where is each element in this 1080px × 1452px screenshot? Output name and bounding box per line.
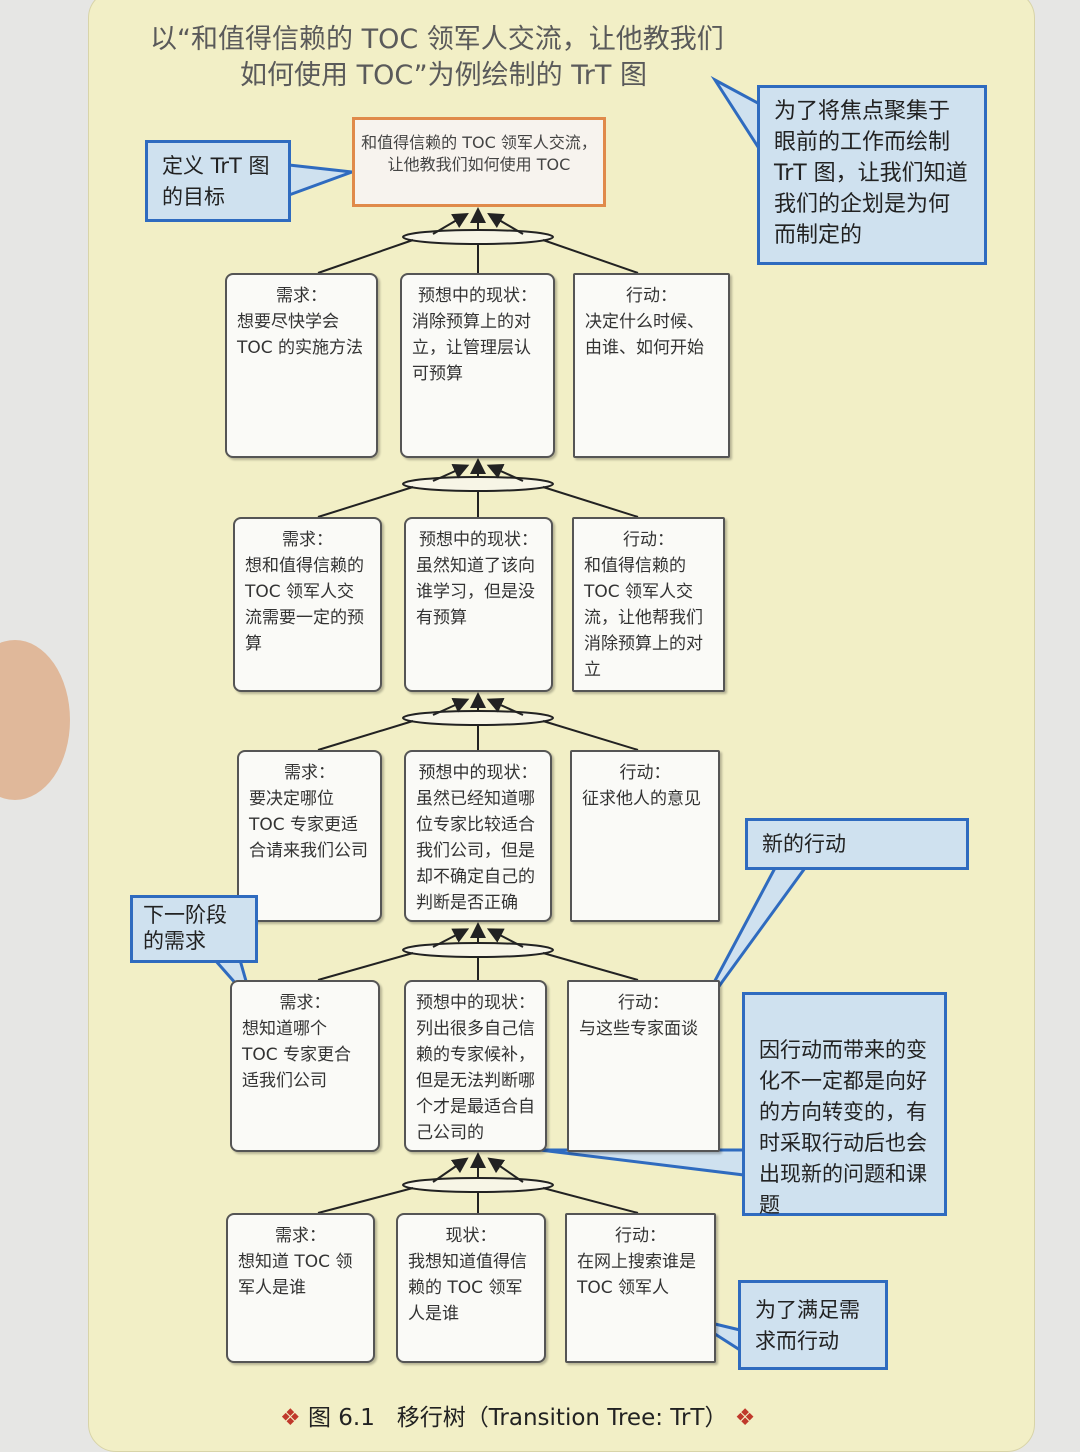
- box-text: 列出很多自己信赖的专家候补，但是无法判断哪个才是最适合自己公司的: [416, 1019, 535, 1143]
- title-line-1: 以“和值得信赖的 TOC 领军人交流，让他教我们: [150, 24, 724, 55]
- callout-next-need: 下一阶段的需求: [130, 895, 258, 963]
- action-box: 行动： 征求他人的意见: [570, 750, 720, 922]
- state-box: 现状： 我想知道值得信赖的 TOC 领军人是谁: [396, 1213, 546, 1363]
- and-ellipse: [402, 1177, 554, 1193]
- goal-box: 和值得信赖的 TOC 领军人交流，让他教我们如何使用 TOC: [352, 117, 606, 207]
- diagram-title: 以“和值得信赖的 TOC 领军人交流，让他教我们 如何使用 TOC”为例绘制的 …: [150, 22, 830, 94]
- box-text: 想和值得信赖的 TOC 领军人交流需要一定的预算: [245, 556, 364, 654]
- callout-pointer: [539, 1148, 746, 1177]
- arrow: [486, 697, 524, 716]
- box-heading: 行动：: [618, 993, 669, 1013]
- and-ellipse: [402, 229, 554, 245]
- box-text: 在网上搜索谁是 TOC 领军人: [577, 1252, 696, 1298]
- and-ellipse: [402, 710, 554, 726]
- arrow: [432, 697, 470, 716]
- box-heading: 现状：: [445, 1226, 497, 1246]
- box-heading: 预想中的现状：: [416, 993, 535, 1013]
- need-box: 需求： 想要尽快学会 TOC 的实施方法: [225, 273, 378, 458]
- connector-line: [317, 486, 414, 518]
- box-heading: 需求：: [276, 286, 327, 306]
- need-box: 需求： 要决定哪位 TOC 专家更适合请来我们公司: [237, 750, 382, 922]
- callout-focus: 为了将焦点聚集于眼前的工作而绘制 TrT 图，让我们知道我们的企划是为何而制定的: [757, 85, 987, 265]
- callout-define-goal: 定义 TrT 图的目标: [145, 140, 291, 222]
- arrow: [432, 928, 470, 948]
- ornament-icon: ❖: [280, 1405, 301, 1431]
- arrow: [432, 463, 470, 482]
- need-box: 需求： 想知道哪个 TOC 专家更合适我们公司: [230, 980, 380, 1152]
- box-text: 和值得信赖的 TOC 领军人交流，让他帮我们消除预算上的对立: [584, 556, 703, 680]
- arrow: [432, 1157, 469, 1183]
- state-box: 预想中的现状： 列出很多自己信赖的专家候补，但是无法判断哪个才是最适合自己公司的: [404, 980, 547, 1152]
- box-heading: 需求：: [275, 1226, 326, 1246]
- callout-pointer: [287, 163, 353, 198]
- arrow: [486, 928, 524, 948]
- box-text: 虽然已经知道哪位专家比较适合我们公司，但是却不确定自己的判断是否正确: [416, 789, 535, 913]
- connector-line: [317, 239, 414, 274]
- box-heading: 需求：: [284, 763, 335, 783]
- connector-line: [317, 952, 414, 981]
- ornament-icon: ❖: [734, 1405, 756, 1431]
- box-text: 想知道 TOC 领军人是谁: [238, 1252, 353, 1298]
- box-text: 要决定哪位 TOC 专家更适合请来我们公司: [249, 789, 368, 861]
- box-text: 消除预算上的对立，让管理层认可预算: [412, 312, 531, 384]
- callout-act-for-need: 为了满足需求而行动: [738, 1280, 888, 1370]
- box-heading: 行动：: [623, 530, 674, 550]
- connector-line: [542, 1187, 639, 1214]
- callout-new-action: 新的行动: [745, 818, 969, 870]
- box-text: 征求他人的意见: [582, 789, 701, 809]
- connector-line: [317, 720, 414, 751]
- arrow: [486, 463, 524, 482]
- connector-line: [542, 239, 639, 274]
- state-box: 预想中的现状： 虽然已经知道哪位专家比较适合我们公司，但是却不确定自己的判断是否正…: [404, 750, 552, 922]
- action-box: 行动： 决定什么时候、由谁、如何开始: [573, 273, 730, 458]
- arrow: [487, 212, 524, 235]
- connector-line: [542, 720, 639, 751]
- and-ellipse: [402, 476, 554, 492]
- box-text: 想知道哪个 TOC 专家更合适我们公司: [242, 1019, 352, 1091]
- box-heading: 需求：: [279, 993, 331, 1013]
- box-text: 与这些专家面谈: [579, 1019, 698, 1039]
- box-heading: 预想中的现状：: [418, 763, 538, 783]
- connector-line: [317, 1187, 414, 1214]
- figure-caption: ❖ 图 6.1 移行树（Transition Tree: TrT） ❖: [280, 1398, 755, 1432]
- and-ellipse: [402, 942, 554, 958]
- action-box: 行动： 与这些专家面谈: [567, 980, 720, 1152]
- connector-line: [542, 486, 639, 518]
- need-box: 需求： 想和值得信赖的 TOC 领军人交流需要一定的预算: [233, 517, 382, 692]
- box-heading: 行动：: [626, 286, 677, 306]
- box-text: 想要尽快学会 TOC 的实施方法: [237, 312, 364, 358]
- arrow: [432, 212, 469, 235]
- arrow: [487, 1157, 524, 1183]
- box-heading: 行动：: [615, 1226, 666, 1246]
- title-line-2: 如何使用 TOC”为例绘制的 TrT 图: [240, 60, 647, 91]
- need-box: 需求： 想知道 TOC 领军人是谁: [226, 1213, 375, 1363]
- figure-number: 图 6.1: [307, 1405, 375, 1431]
- action-box: 行动： 和值得信赖的 TOC 领军人交流，让他帮我们消除预算上的对立: [572, 517, 725, 692]
- box-heading: 行动：: [619, 763, 671, 783]
- state-box: 预想中的现状： 虽然知道了该向谁学习，但是没有预算: [404, 517, 553, 692]
- state-box: 预想中的现状： 消除预算上的对立，让管理层认可预算: [400, 273, 555, 458]
- box-heading: 预想中的现状：: [418, 286, 537, 306]
- connector-line: [542, 952, 639, 981]
- box-heading: 需求：: [282, 530, 333, 550]
- box-text: 虽然知道了该向谁学习，但是没有预算: [416, 556, 535, 628]
- box-text: 决定什么时候、由谁、如何开始: [585, 312, 704, 358]
- figure-title: 移行树（Transition Tree: TrT）: [396, 1405, 728, 1431]
- action-box: 行动： 在网上搜索谁是 TOC 领军人: [565, 1213, 716, 1363]
- box-text: 我想知道值得信赖的 TOC 领军人是谁: [408, 1252, 527, 1324]
- callout-change: 因行动而带来的变化不一定都是向好的方向转变的，有时采取行动后也会出现新的问题和课…: [742, 992, 947, 1217]
- box-heading: 预想中的现状：: [419, 530, 538, 550]
